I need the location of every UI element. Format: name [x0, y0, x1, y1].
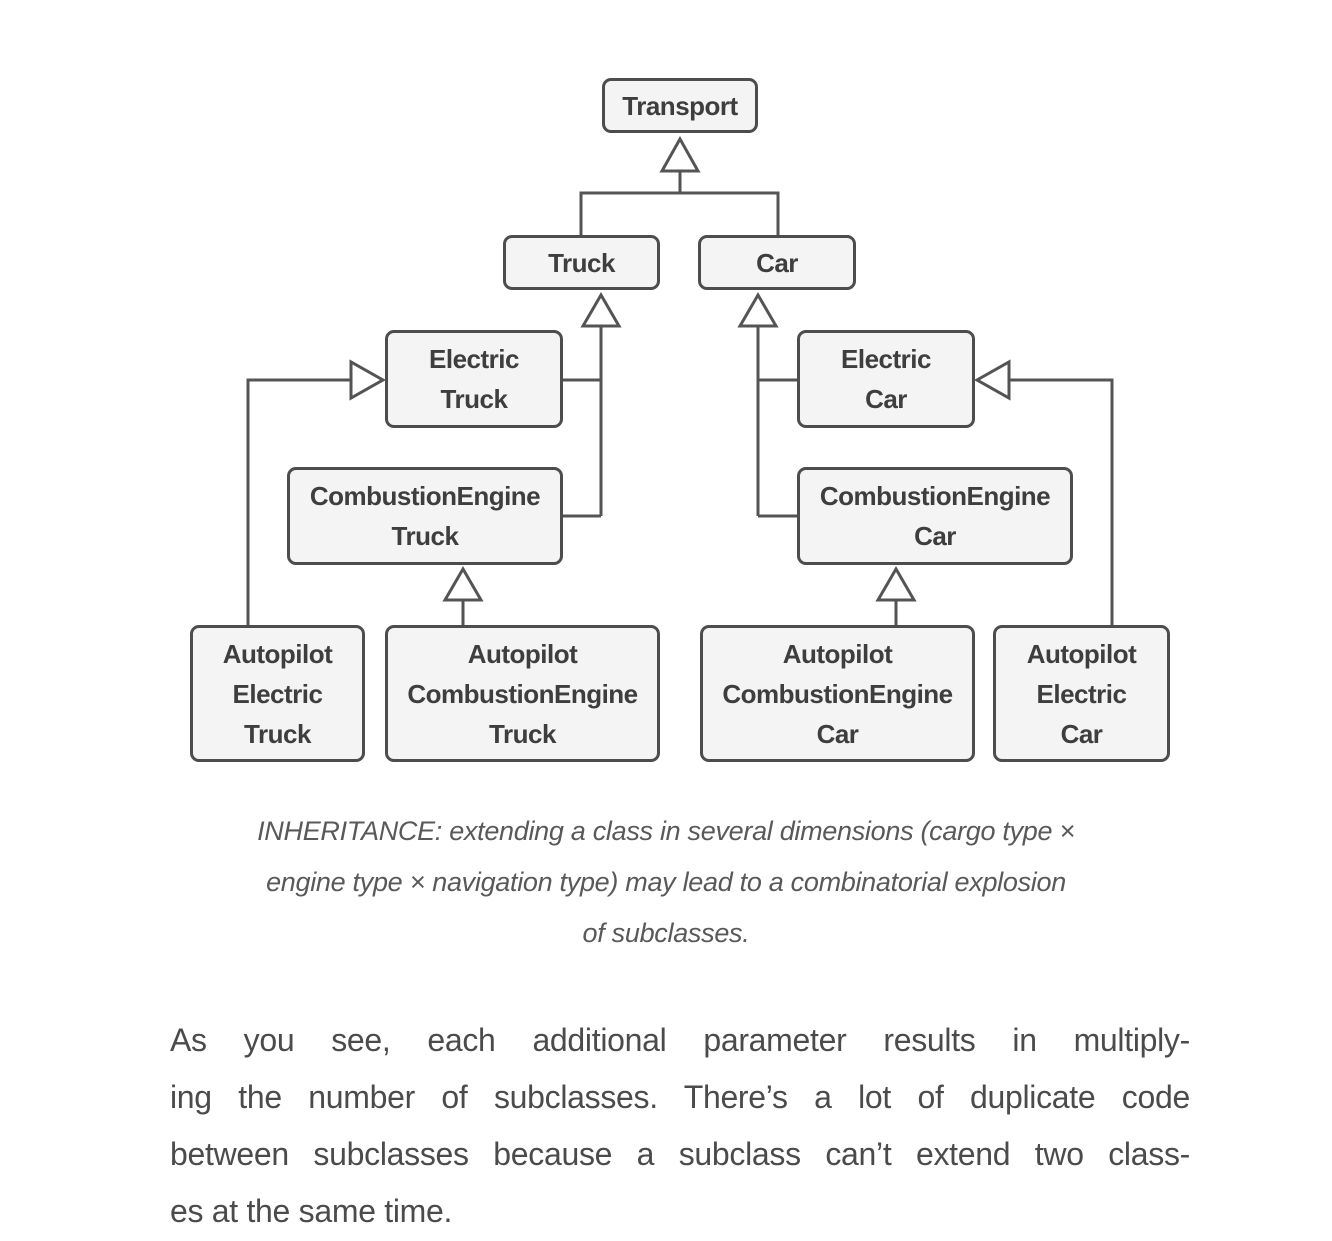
class-box-transport: Transport: [602, 78, 758, 133]
class-label-combustion-engine-car: CombustionEngine Car: [819, 481, 1051, 551]
figure-caption: INHERITANCE: extending a class in severa…: [150, 806, 1182, 959]
edge-transport-children: [579, 191, 780, 235]
figure-caption-line: engine type × navigation type) may lead …: [266, 867, 1066, 897]
class-box-autopilot-combustion-engine-car: Autopilot CombustionEngine Car: [700, 625, 975, 762]
inheritance-arrow-combustion-truck-icon: [442, 566, 484, 602]
body-paragraph-line: As you see, each additional parameter re…: [170, 1022, 1190, 1058]
class-box-electric-car: Electric Car: [797, 330, 975, 428]
inheritance-arrow-transport-icon: [659, 135, 701, 173]
class-box-autopilot-combustion-engine-truck: Autopilot CombustionEngine Truck: [385, 625, 660, 762]
inheritance-arrow-electric-truck-icon: [349, 359, 387, 401]
figure-caption-line: of subclasses.: [582, 918, 750, 948]
class-box-autopilot-electric-truck: Autopilot Electric Truck: [190, 625, 365, 762]
class-diagram: Transport Truck Car Electric Truck Elect…: [190, 78, 1170, 762]
figure-caption-line: INHERITANCE: extending a class in severa…: [257, 816, 1075, 846]
class-box-autopilot-electric-car: Autopilot Electric Car: [993, 625, 1170, 762]
class-box-combustion-engine-car: CombustionEngine Car: [797, 467, 1073, 565]
body-paragraph-line: between subclasses because a subclass ca…: [170, 1136, 1190, 1172]
inheritance-arrow-combustion-car-icon: [875, 566, 917, 602]
body-paragraph-line: es at the same time.: [170, 1193, 453, 1229]
class-label-combustion-engine-truck: CombustionEngine Truck: [309, 481, 541, 551]
class-box-truck: Truck: [503, 235, 660, 290]
class-label-truck: Truck: [548, 247, 615, 278]
class-label-transport: Transport: [622, 90, 738, 121]
body-paragraph: As you see, each additional parameter re…: [170, 1012, 1190, 1240]
class-box-electric-truck: Electric Truck: [385, 330, 563, 428]
class-label-electric-car: Electric Car: [841, 344, 931, 414]
class-label-autopilot-combustion-engine-truck: Autopilot CombustionEngine Truck: [407, 638, 638, 749]
inheritance-arrow-truck-icon: [580, 292, 622, 328]
class-label-car: Car: [756, 247, 798, 278]
inheritance-connectors: [246, 135, 1114, 625]
class-label-electric-truck: Electric Truck: [429, 344, 519, 414]
body-paragraph-line: ing the number of subclasses. There’s a …: [170, 1079, 1190, 1115]
inheritance-arrow-electric-car-icon: [973, 359, 1011, 401]
edge-autopilot-electric-car: [1009, 378, 1114, 625]
class-label-autopilot-combustion-engine-car: Autopilot CombustionEngine Car: [722, 638, 953, 749]
class-box-car: Car: [698, 235, 856, 290]
class-label-autopilot-electric-truck: Autopilot Electric Truck: [222, 638, 333, 749]
class-label-autopilot-electric-car: Autopilot Electric Car: [1026, 638, 1137, 749]
inheritance-arrow-car-icon: [737, 292, 779, 328]
edge-autopilot-electric-truck: [246, 378, 351, 625]
class-box-combustion-engine-truck: CombustionEngine Truck: [287, 467, 563, 565]
